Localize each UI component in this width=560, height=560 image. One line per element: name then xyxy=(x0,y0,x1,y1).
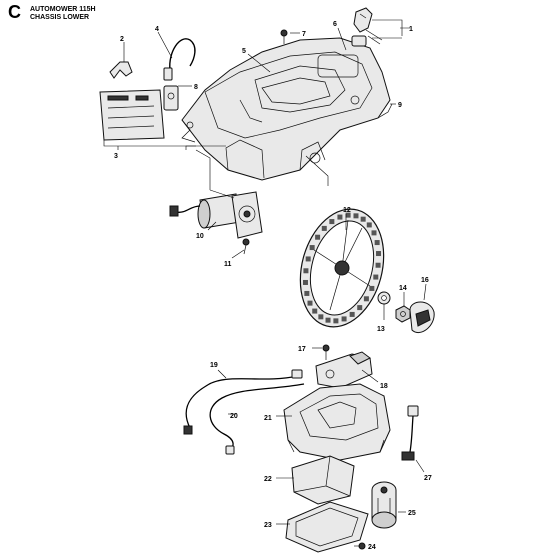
part-19-cable xyxy=(183,369,303,435)
part-27-sensor-cable xyxy=(401,405,419,461)
wheel-tread-block xyxy=(303,268,309,274)
wheel-tread-block xyxy=(353,213,359,219)
callout-8: 8 xyxy=(194,84,198,91)
part-21-lower-housing xyxy=(283,383,391,461)
callout-24: 24 xyxy=(368,544,376,551)
callout-17: 17 xyxy=(298,346,306,353)
callout-12: 12 xyxy=(343,207,351,214)
wheel-tread-block xyxy=(302,279,308,285)
wheel-tread-block xyxy=(309,245,315,251)
part-10-motor xyxy=(169,191,263,239)
callout-3: 3 xyxy=(114,153,118,160)
part-7-screw xyxy=(280,29,288,44)
wheel-tread-block xyxy=(304,290,310,296)
callout-21: 21 xyxy=(264,415,272,422)
wheel-tread-block xyxy=(360,216,366,222)
wheel-tread-block xyxy=(337,214,343,220)
part-12-wheel xyxy=(299,208,385,328)
part-11-screw xyxy=(242,238,250,255)
callout-27: 27 xyxy=(424,475,432,482)
callout-23: 23 xyxy=(264,522,272,529)
part-22-battery xyxy=(291,455,355,505)
wheel-tread-block xyxy=(312,308,318,314)
wheel-tread-block xyxy=(369,285,375,291)
section-title: CHASSIS LOWER xyxy=(30,14,90,21)
wheel-tread-block xyxy=(341,316,347,322)
wheel-tread-block xyxy=(315,234,321,240)
wheel-tread-block xyxy=(366,222,372,228)
wheel-tread-block xyxy=(375,262,381,268)
wheel-tread-block xyxy=(318,314,324,320)
callout-1: 1 xyxy=(409,26,413,33)
wheel-tread-block xyxy=(363,296,369,302)
part-1-knob xyxy=(351,7,383,47)
wheel-tread-block xyxy=(305,256,311,262)
part-3-circuit-board xyxy=(99,89,165,141)
callout-9: 9 xyxy=(398,102,402,109)
callout-14: 14 xyxy=(399,285,407,292)
wheel-tread-block xyxy=(373,274,379,280)
wheel-tread-block xyxy=(345,212,351,218)
callout-10: 10 xyxy=(196,233,204,240)
part-18-contact-unit xyxy=(315,351,373,389)
part-8-sensor xyxy=(163,85,179,111)
callout-25: 25 xyxy=(408,510,416,517)
callout-7: 7 xyxy=(302,31,306,38)
callout-18: 18 xyxy=(380,383,388,390)
wheel-tread-block xyxy=(307,300,313,306)
part-13-washer xyxy=(377,291,391,305)
part-14-nut xyxy=(395,305,411,323)
section-letter: C xyxy=(8,2,21,22)
callout-2: 2 xyxy=(120,36,124,43)
part-23-battery-cover xyxy=(285,501,369,553)
callout-22: 22 xyxy=(264,476,272,483)
wheel-tread-block xyxy=(349,311,355,317)
callout-20: 20 xyxy=(230,413,238,420)
wheel-tread-block xyxy=(376,251,382,257)
wheel-tread-block xyxy=(357,305,363,311)
part-17-screw xyxy=(322,344,330,360)
page-title: AUTOMOWER 115H CHASSIS LOWER xyxy=(30,6,96,22)
part-2-bracket xyxy=(109,61,133,79)
callout-16: 16 xyxy=(421,277,429,284)
callout-11: 11 xyxy=(224,261,232,268)
wheel-tread-block xyxy=(333,318,339,324)
wheel-tread-block xyxy=(371,230,377,236)
part-25-blade-motor xyxy=(371,481,397,529)
leader-lines xyxy=(103,19,427,547)
part-16-hub-cap xyxy=(409,301,435,334)
part-4-cable xyxy=(163,38,196,81)
callout-6: 6 xyxy=(333,21,337,28)
callout-13: 13 xyxy=(377,326,385,333)
part-20-cable xyxy=(209,383,305,455)
wheel-tread-block xyxy=(325,317,331,323)
callout-labels: 1 2 3 4 5 6 7 8 9 10 11 12 13 14 16 17 1… xyxy=(114,21,432,551)
wheel-tread-block xyxy=(374,240,380,246)
model-name: AUTOMOWER 115H xyxy=(30,6,96,13)
callout-4: 4 xyxy=(155,26,159,33)
callout-19: 19 xyxy=(210,362,218,369)
wheel-tread-block xyxy=(321,225,327,231)
chassis-lower-housing xyxy=(181,37,393,181)
callout-5: 5 xyxy=(242,48,246,55)
wheel-tread-block xyxy=(329,219,335,225)
